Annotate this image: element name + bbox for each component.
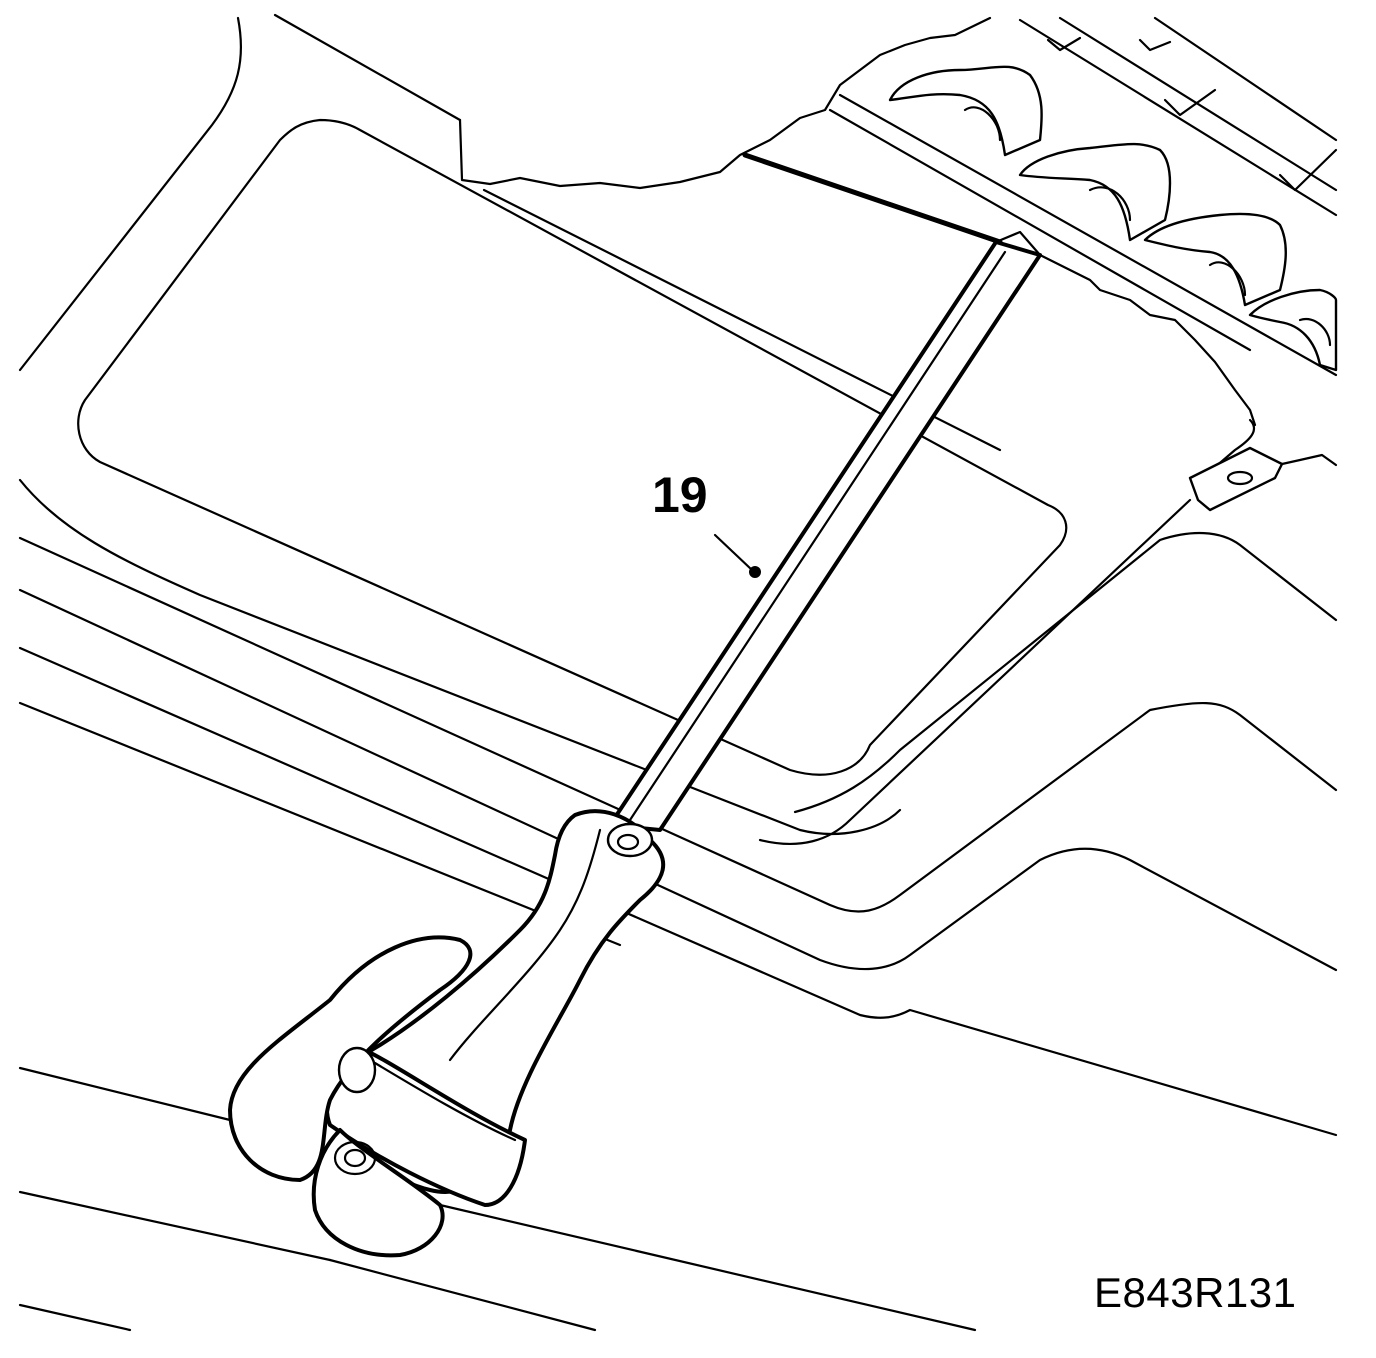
headliner-torn-edge <box>458 16 992 190</box>
body-line-7 <box>438 1203 977 1332</box>
body-line-1 <box>18 536 1338 913</box>
body-line-4 <box>18 701 622 947</box>
callout-number: 19 <box>652 467 708 523</box>
wheel-nut <box>337 1046 377 1094</box>
wheel-hub <box>333 1140 377 1176</box>
body-line-5 <box>18 1066 232 1122</box>
window-opening <box>77 118 1068 776</box>
figure-code: E843R131 <box>1094 1269 1297 1316</box>
clip-hole-4 <box>1298 317 1332 347</box>
frame-line-2 <box>1058 16 1338 192</box>
shaft-highlight <box>628 250 1007 822</box>
frame-tab-4 <box>1278 148 1338 192</box>
frame-tab-2 <box>1138 38 1172 52</box>
frame-line-1 <box>1018 18 1338 217</box>
clip-ridge-4 <box>1248 288 1338 372</box>
clip-edge <box>1280 453 1338 467</box>
callout-dot <box>749 566 761 578</box>
rail-curve-1 <box>793 532 1338 814</box>
body-line-3 <box>18 646 1338 1137</box>
clip-ridge-3 <box>1143 212 1287 307</box>
screwdriver-icon <box>324 230 1042 1207</box>
headliner-right-edge <box>1038 253 1257 427</box>
shaft-tip <box>994 230 1042 257</box>
trim-clip-icon <box>1188 446 1284 512</box>
clip-hole <box>1226 470 1254 486</box>
rail-curve-2 <box>758 498 1192 846</box>
body-line-6 <box>18 1190 332 1262</box>
rail-curve-3 <box>1198 418 1256 482</box>
wheel-hub-inner <box>343 1148 367 1168</box>
clip-hole-1 <box>963 106 1002 142</box>
clip-row-bottom <box>828 108 1252 352</box>
clip-ridge-2 <box>1018 142 1172 242</box>
handle-ridge <box>448 828 602 1062</box>
clip-ridge-1 <box>888 65 1043 157</box>
panel-outer-edge <box>18 16 243 372</box>
frame-line-3 <box>1153 16 1338 142</box>
clip-hole-3 <box>1208 261 1247 297</box>
body-line-9 <box>328 1258 597 1332</box>
screwdriver-shaft <box>608 240 1042 832</box>
frame-tab-1 <box>1046 36 1082 52</box>
panel-curve-left <box>18 478 902 836</box>
roof-line-top <box>273 13 462 122</box>
pry-gap-line <box>742 152 1003 245</box>
body-line-2 <box>18 588 1338 972</box>
callout-leader-line <box>713 533 754 572</box>
ferrule-inner <box>616 833 640 851</box>
end-cap-band <box>373 1061 517 1142</box>
frame-tab-3 <box>1163 88 1217 117</box>
handle-ferrule <box>606 822 654 858</box>
clip-row-top <box>838 93 1338 377</box>
clip-hole-2 <box>1088 186 1132 222</box>
body-line-8 <box>18 1303 132 1332</box>
